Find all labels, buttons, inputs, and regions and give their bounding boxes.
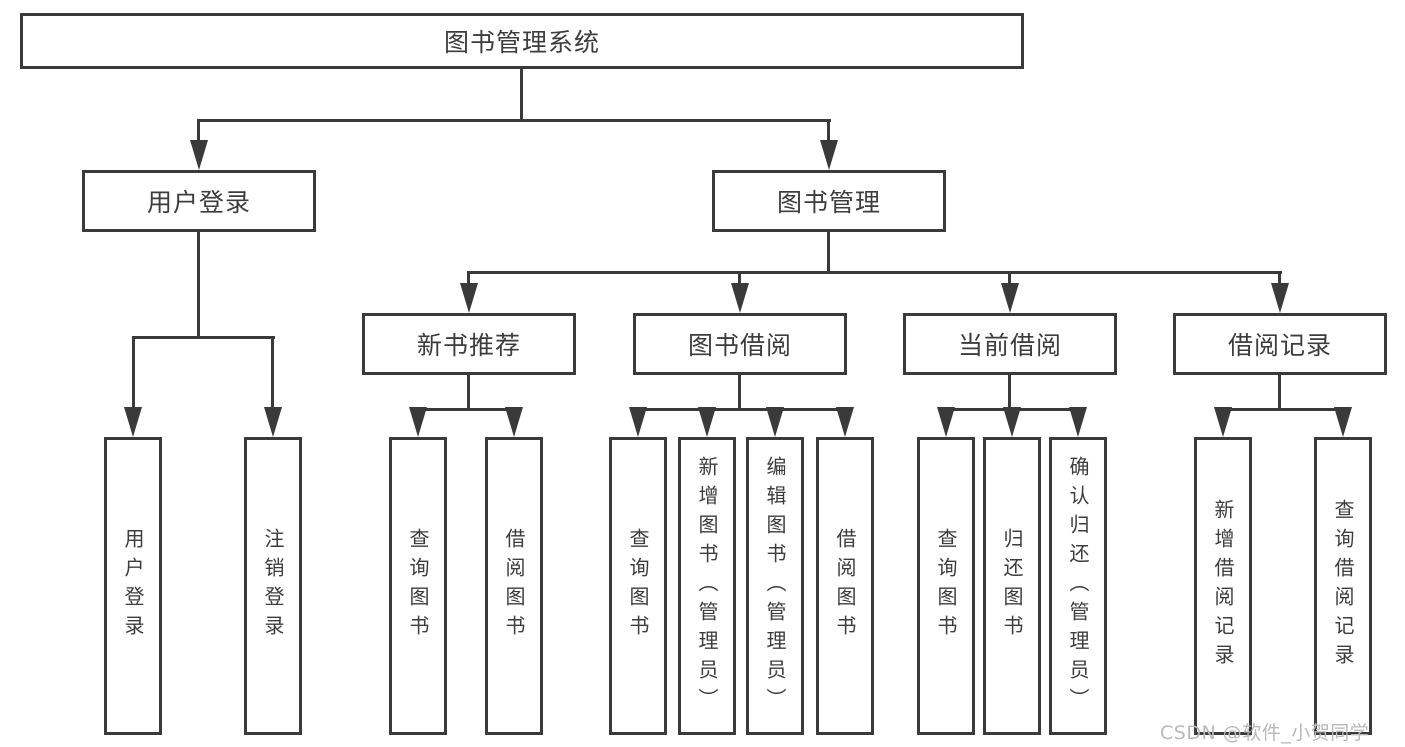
leaf-borrow-books-recommend: 借阅图书 [485,437,543,735]
node-label: 查询图书 [406,528,430,644]
node-label: 借阅记录 [1227,331,1332,360]
leaf-logout: 注销登录 [244,437,302,735]
node-label: 借阅图书 [833,528,857,644]
node-current-borrow: 当前借阅 [903,313,1117,375]
node-label: 注销登录 [261,528,285,644]
node-label: 新增图书（管理员） [695,455,719,717]
connector-line [197,232,200,339]
node-label: 用户登录 [121,528,145,644]
leaf-query-books-current: 查询图书 [917,437,975,735]
csdn-watermark: CSDN @软件_小贺同学 [1160,722,1370,744]
connector-line [1221,408,1345,411]
connector-line [467,271,470,287]
leaf-add-borrow-record: 新增借阅记录 [1194,437,1252,735]
connector-line [1278,271,1281,287]
connector-line [467,375,470,411]
connector-line [197,119,200,143]
node-label: 借阅图书 [502,528,526,644]
node-label: 新增借阅记录 [1211,499,1235,673]
arrowhead-down-icon [264,407,282,437]
connector-line [1278,375,1281,411]
leaf-user-login: 用户登录 [104,437,162,735]
connector-line [132,336,135,409]
connector-line [738,271,741,287]
arrowhead-down-icon [1001,283,1019,313]
connector-line [132,336,275,339]
leaf-query-books-borrow: 查询图书 [609,437,667,735]
arrowhead-down-icon [766,407,784,437]
arrowhead-down-icon [409,407,427,437]
arrowhead-down-icon [124,407,142,437]
arrowhead-down-icon [1069,407,1087,437]
node-label: 图书借阅 [687,331,792,360]
arrowhead-down-icon [1214,407,1232,437]
node-new-book-recommend: 新书推荐 [362,313,576,375]
connector-line [520,69,523,119]
arrowhead-down-icon [698,407,716,437]
node-label: 编辑图书（管理员） [763,455,787,717]
node-label: 图书管理系统 [443,28,600,57]
node-label: 用户登录 [146,188,251,217]
connector-line [1008,271,1011,287]
node-label: 新书推荐 [416,331,521,360]
arrowhead-down-icon [1271,283,1289,313]
leaf-add-books-admin: 新增图书（管理员） [678,437,736,735]
leaf-return-books: 归还图书 [983,437,1041,735]
arrowhead-down-icon [731,283,749,313]
node-label: 查询借阅记录 [1331,499,1355,673]
connector-line [738,375,741,411]
node-label: 查询图书 [934,528,958,644]
arrowhead-down-icon [820,140,838,170]
node-label: 当前借阅 [957,331,1062,360]
leaf-query-books-recommend: 查询图书 [389,437,447,735]
node-label: 确认归还（管理员） [1066,455,1090,717]
node-label: 图书管理 [776,188,881,217]
arrowhead-down-icon [505,407,523,437]
arrowhead-down-icon [1003,407,1021,437]
node-user-login: 用户登录 [82,170,316,232]
connector-line [827,232,830,274]
node-book-management: 图书管理 [712,170,946,232]
leaf-borrow-books: 借阅图书 [816,437,874,735]
connector-line [197,119,831,122]
connector-line [416,408,516,411]
arrowhead-down-icon [629,407,647,437]
leaf-confirm-return-admin: 确认归还（管理员） [1049,437,1107,735]
node-borrow-records: 借阅记录 [1173,313,1387,375]
node-label: 查询图书 [626,528,650,644]
connector-line [827,119,830,143]
arrowhead-down-icon [937,407,955,437]
node-label: 归还图书 [1000,528,1024,644]
connector-line [271,336,274,409]
connector-line [467,271,1282,274]
leaf-query-borrow-record: 查询借阅记录 [1314,437,1372,735]
arrowhead-down-icon [836,407,854,437]
leaf-edit-books-admin: 编辑图书（管理员） [746,437,804,735]
arrowhead-down-icon [1334,407,1352,437]
node-library-system: 图书管理系统 [20,13,1024,69]
connector-line [1008,375,1011,411]
node-book-borrow: 图书借阅 [633,313,847,375]
arrowhead-down-icon [190,140,208,170]
arrowhead-down-icon [460,283,478,313]
connector-line [636,408,847,411]
